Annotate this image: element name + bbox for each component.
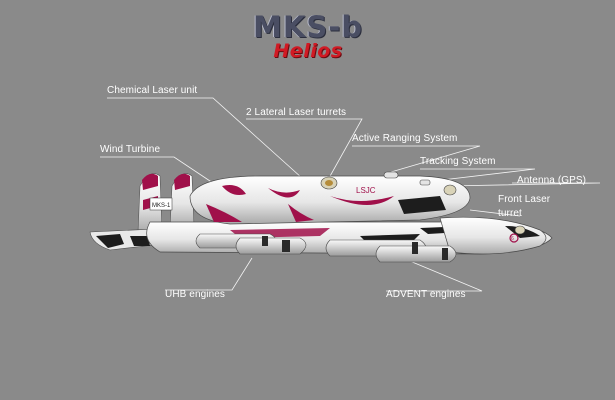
label-advent-engines: ADVENT engines xyxy=(386,289,466,300)
pod-code: LSJC xyxy=(356,186,376,195)
uhb-engines xyxy=(195,233,307,255)
antenna-dome xyxy=(443,184,457,196)
leader-front-turret xyxy=(469,209,521,217)
label-tracking-system: Tracking System xyxy=(420,156,496,167)
title-main: MKS-b xyxy=(252,10,363,44)
nose-section xyxy=(439,216,547,255)
title-logo: MKS-b Helios xyxy=(248,10,368,68)
leader-antenna xyxy=(447,182,601,187)
tracking-sensor xyxy=(419,179,431,186)
ranging-dome xyxy=(383,171,399,179)
leader-advent xyxy=(386,258,483,292)
nose-code: 6 xyxy=(511,236,514,242)
title-sub: Helios xyxy=(273,40,343,62)
label-chemical-laser: Chemical Laser unit xyxy=(107,85,198,96)
leader-active-ranging xyxy=(352,145,481,173)
advent-engines xyxy=(325,239,457,263)
front-turret xyxy=(514,225,526,235)
upper-pod xyxy=(189,175,471,225)
leader-uhb xyxy=(165,257,253,291)
leader-tracking xyxy=(420,168,536,183)
turrets-sensors xyxy=(320,171,526,235)
label-uhb-engines: UHB engines xyxy=(165,289,226,300)
label-front-turret: Front Laser turret xyxy=(498,194,551,219)
tail-fins xyxy=(137,173,195,233)
label-antenna: Antenna (GPS) xyxy=(517,175,587,186)
label-wind-turbine: Wind Turbine xyxy=(100,144,161,155)
tail-code: MKS-1 xyxy=(152,203,171,209)
leader-wind-turbine xyxy=(100,156,214,184)
leader-lines xyxy=(100,97,601,292)
label-lateral-turrets: 2 Lateral Laser turrets xyxy=(246,107,347,118)
label-active-ranging: Active Ranging System xyxy=(352,133,458,144)
leader-chemical-laser xyxy=(107,97,303,179)
leader-lateral-turrets xyxy=(246,118,363,179)
